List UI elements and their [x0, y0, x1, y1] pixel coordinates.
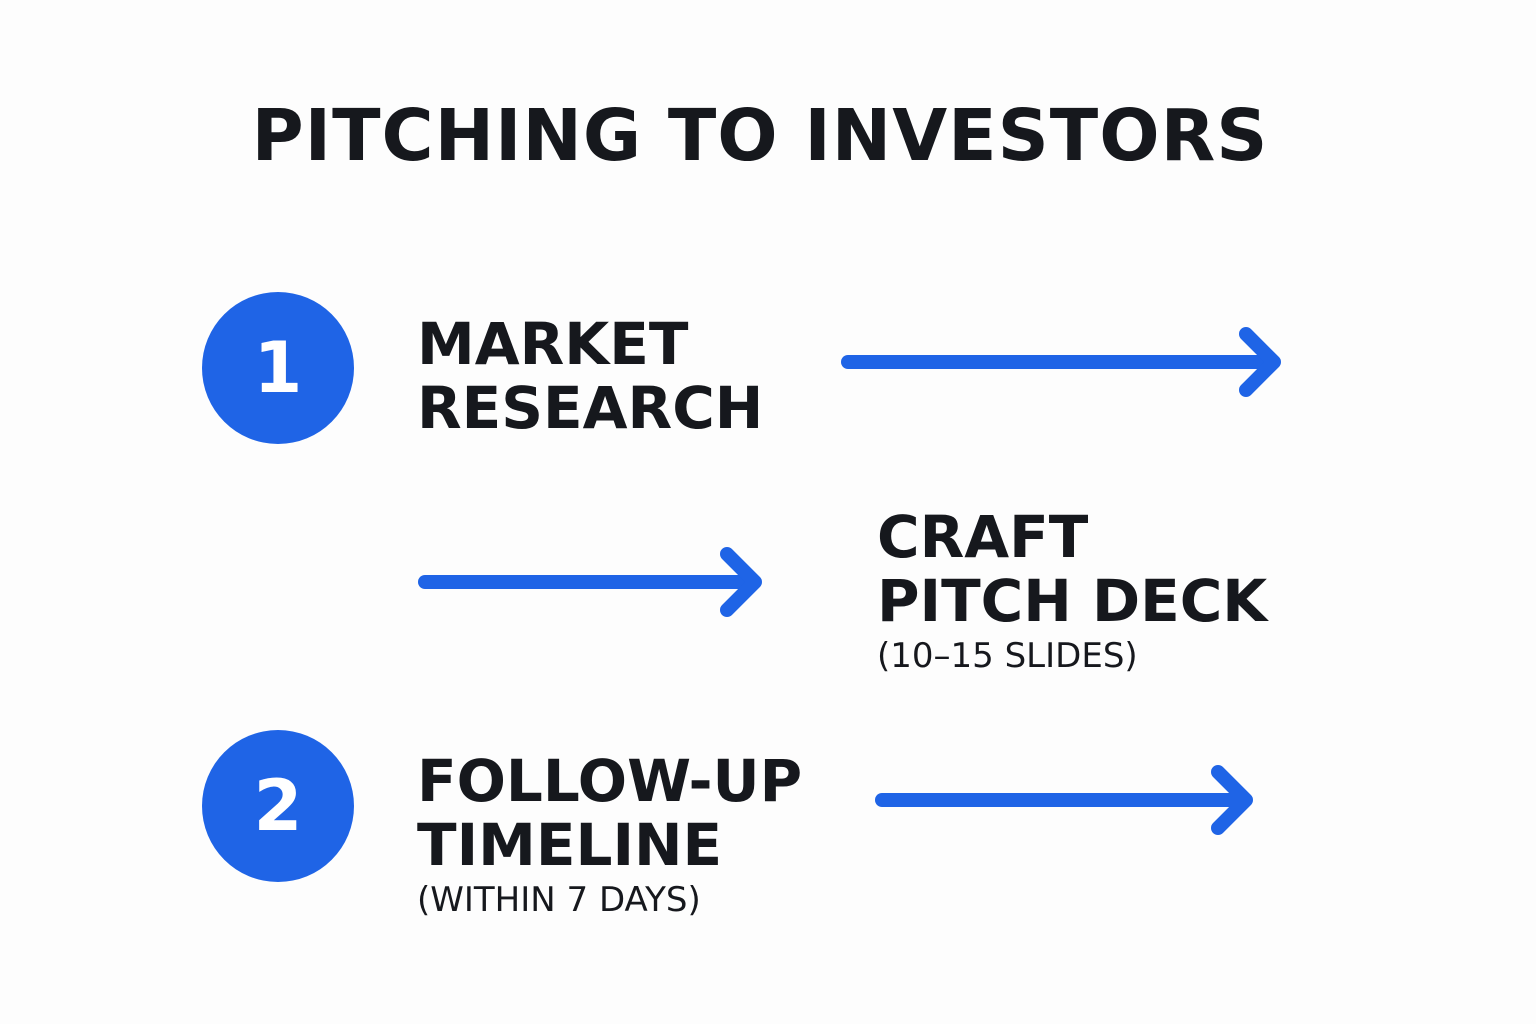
- step-craft-pitch-deck-label: CRAFT PITCH DECK (10–15 SLIDES): [877, 505, 1267, 677]
- step-2-badge: 2: [202, 730, 354, 882]
- label-line: FOLLOW-UP: [417, 747, 803, 815]
- diagram-title: PITCHING TO INVESTORS: [251, 94, 1269, 177]
- right-arrow-icon: [418, 547, 762, 617]
- label-line: CRAFT: [877, 503, 1089, 571]
- step-note: (10–15 SLIDES): [877, 636, 1138, 676]
- label-line: PITCH DECK: [877, 567, 1268, 635]
- step-1-badge: 1: [202, 292, 354, 444]
- right-arrow-icon: [841, 327, 1281, 397]
- step-note: (WITHIN 7 DAYS): [417, 880, 701, 920]
- label-line: TIMELINE: [417, 811, 723, 879]
- label-line: MARKET: [417, 310, 689, 378]
- step-1-number: 1: [253, 327, 303, 409]
- step-follow-up-timeline-label: FOLLOW-UP TIMELINE (WITHIN 7 DAYS): [417, 749, 802, 921]
- label-line: RESEARCH: [417, 374, 764, 442]
- right-arrow-icon: [875, 765, 1253, 835]
- step-2-number: 2: [253, 765, 303, 847]
- step-market-research-label: MARKET RESEARCH: [417, 312, 763, 440]
